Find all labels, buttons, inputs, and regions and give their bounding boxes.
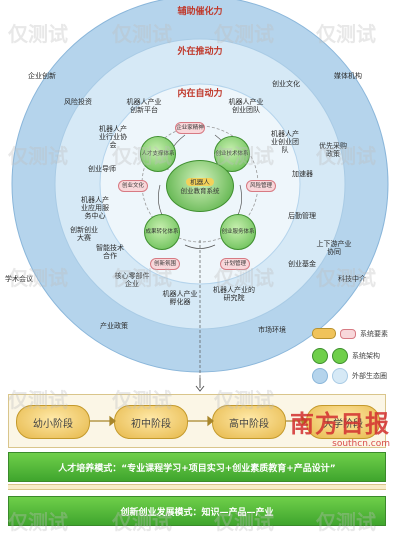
- middle-label: 创新创业大赛: [70, 226, 98, 242]
- stage-oval: 初中阶段: [114, 405, 188, 439]
- middle-label: 加速器: [292, 170, 313, 178]
- talent-model-bar: 人才培养模式：“专业课程学习+项目实习+创业素质教育+产品设计”: [8, 452, 386, 482]
- middle-label: 机器人产业应用服务中心: [81, 196, 109, 220]
- core-node: 机器人 创业教育系统: [166, 160, 234, 212]
- inner-ring-title: 内在自动力: [177, 89, 223, 99]
- inner-node: 人才支撑体系: [140, 136, 176, 172]
- stage-oval: 幼小阶段: [16, 405, 90, 439]
- inner-node: 创业服务体系: [220, 214, 256, 250]
- logo-text: 南方日报: [290, 409, 390, 438]
- legend-swatch-green: [332, 348, 348, 364]
- middle-ring-title: 外在推动力: [177, 47, 223, 57]
- outer-label: 市场环境: [258, 326, 286, 334]
- middle-label: 机器人产业孵化器: [162, 290, 198, 306]
- outer-label: 学术会议: [5, 275, 33, 283]
- inner-node: 计划管理: [220, 258, 250, 270]
- legend-swatch-oval: [312, 328, 336, 339]
- legend-label: 系统要素: [360, 329, 388, 338]
- legend-row: 系统要素: [312, 328, 388, 339]
- inner-node: 创业文化: [118, 180, 148, 192]
- core-label-top: 机器人: [186, 178, 214, 186]
- inner-node: 创新氛围: [150, 258, 180, 270]
- stage-oval: 高中阶段: [212, 405, 286, 439]
- legend-swatch-lightblue: [332, 368, 348, 384]
- middle-label: 创业基金: [288, 260, 316, 268]
- legend-row: 系统架构: [312, 348, 380, 364]
- outer-label: 风险投资: [64, 98, 92, 106]
- core-label: 创业教育系统: [180, 187, 220, 195]
- stage-oval: 大学阶段: [306, 405, 380, 439]
- middle-label: 核心零部件企业: [114, 272, 150, 288]
- middle-label: 机器人产业创业团队: [271, 130, 299, 154]
- middle-label: 机器人产业的研究院: [213, 286, 255, 302]
- inner-node: 风险管理: [246, 180, 276, 192]
- inner-node: 企业家精神: [175, 122, 205, 134]
- legend-label: 系统架构: [352, 352, 380, 360]
- outer-label: 科技中介: [338, 275, 366, 283]
- middle-label: 机器人产业行业协会: [99, 125, 127, 149]
- bar-separator: [8, 484, 386, 490]
- outer-ring-title: 辅助催化力: [177, 7, 223, 17]
- development-model-bar: 创新创业发展模式：知识—产品—产业: [8, 496, 386, 526]
- logo-url: southcn.com: [332, 439, 390, 449]
- middle-label: 智能技术合作: [96, 244, 124, 260]
- middle-label: 优先采购政策: [319, 142, 347, 158]
- legend-swatch-pink: [340, 328, 356, 339]
- legend-row: 外部生态圈: [312, 368, 387, 384]
- legend-swatch-blue: [312, 368, 328, 384]
- outer-label: 产业政策: [100, 322, 128, 330]
- outer-label: 媒体机构: [334, 72, 362, 80]
- middle-label: 上下游产业协同: [316, 240, 352, 256]
- middle-label: 机器人产业创业团队: [228, 98, 264, 114]
- inner-node: 成果转化体系: [144, 214, 180, 250]
- newspaper-logo: 南方日报 southcn.com: [270, 404, 390, 449]
- down-arrow-icon: [195, 378, 205, 392]
- middle-label: 创业导师: [88, 165, 116, 173]
- outer-label: 企业创新: [28, 72, 56, 80]
- legend-swatch-green: [312, 348, 328, 364]
- outer-label: 创业文化: [272, 80, 300, 88]
- middle-label: 后勤管理: [288, 212, 316, 220]
- middle-label: 机器人产业创新平台: [126, 98, 162, 114]
- stage-arrows: [90, 415, 308, 427]
- legend-label: 外部生态圈: [352, 372, 387, 380]
